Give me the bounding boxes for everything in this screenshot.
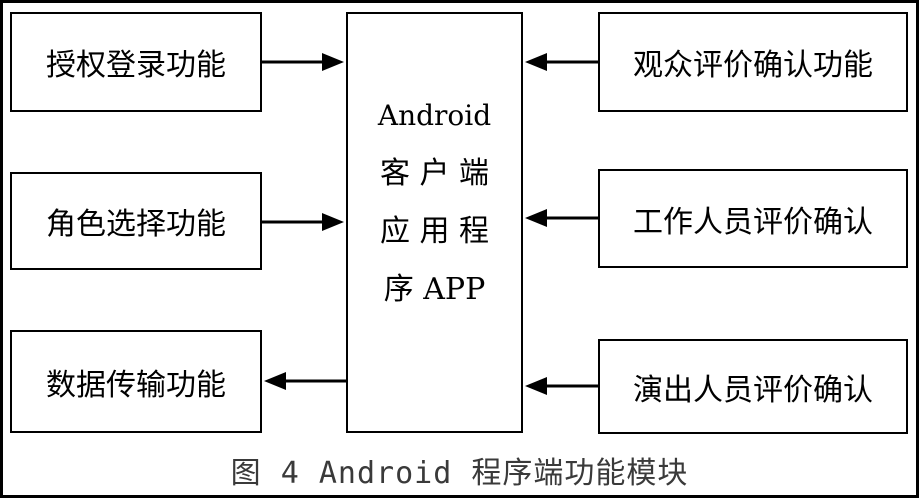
center-line-1: Android xyxy=(377,98,492,132)
android-client-app-box: Android 客 户 端 应 用 程 序 APP xyxy=(346,12,523,433)
arrowhead-role xyxy=(322,213,344,231)
arrowhead-performer xyxy=(525,377,547,395)
center-line-4: 序 APP xyxy=(383,271,486,307)
login-function-box: 授权登录功能 xyxy=(10,12,262,112)
performer-confirm-label: 演出人员评价确认 xyxy=(633,372,873,408)
login-function-label: 授权登录功能 xyxy=(46,48,226,83)
arrowhead-audience xyxy=(525,53,547,71)
arrowhead-login xyxy=(322,53,344,71)
figure-caption: 图 4 Android 程序端功能模块 xyxy=(230,456,689,491)
staff-confirm-label: 工作人员评价确认 xyxy=(633,204,873,240)
performer-confirm-box: 演出人员评价确认 xyxy=(598,339,908,434)
audience-confirm-function-box: 观众评价确认功能 xyxy=(598,12,908,112)
center-line-2: 客 户 端 xyxy=(379,155,490,191)
role-select-function-label: 角色选择功能 xyxy=(46,207,226,242)
arrowhead-staff xyxy=(525,209,547,227)
data-transfer-function-box: 数据传输功能 xyxy=(10,330,262,433)
center-line-3: 应 用 程 xyxy=(379,213,490,249)
staff-confirm-box: 工作人员评价确认 xyxy=(598,169,908,268)
audience-confirm-function-label: 观众评价确认功能 xyxy=(633,48,873,83)
role-select-function-box: 角色选择功能 xyxy=(10,172,262,270)
arrowhead-data xyxy=(264,372,286,390)
data-transfer-function-label: 数据传输功能 xyxy=(46,367,226,403)
